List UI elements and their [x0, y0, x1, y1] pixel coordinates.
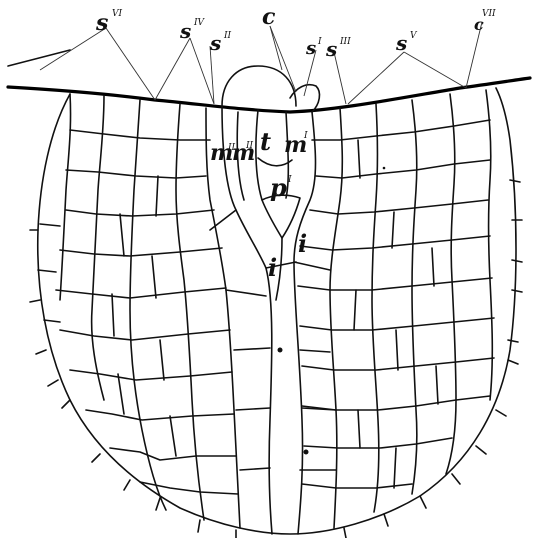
cap-cell-c [222, 66, 296, 106]
label-s-v: s V [395, 31, 418, 55]
label-c: c [262, 4, 276, 30]
cell-t-bottom [258, 158, 292, 166]
nucleus-dot-right [383, 167, 386, 170]
outer-surface-line-left-stub [8, 50, 70, 66]
svg-text:I: I [303, 131, 308, 141]
svg-text:III: III [339, 37, 351, 47]
svg-text:p: p [270, 173, 287, 202]
svg-text:i: i [268, 253, 277, 282]
svg-text:I: I [317, 37, 322, 47]
label-p-i: p I [270, 173, 292, 202]
svg-text:IV: IV [193, 18, 206, 28]
label-m-ii-b: m II [232, 140, 255, 166]
label-s-ii: s II [209, 31, 232, 55]
svg-text:VII: VII [482, 9, 496, 19]
right-cell-network [298, 90, 522, 528]
svg-text:I: I [287, 175, 292, 185]
central-lower-network [210, 210, 336, 470]
svg-text:s: s [209, 31, 221, 55]
label-c-vii: c VII [474, 9, 496, 34]
svg-text:s: s [305, 38, 316, 59]
svg-text:II: II [223, 31, 232, 41]
label-m-i: m I [284, 131, 308, 158]
svg-text:i: i [298, 229, 307, 258]
svg-text:s: s [95, 10, 108, 36]
nucleus-dot-lower [304, 450, 309, 455]
svg-text:s: s [395, 31, 407, 55]
svg-text:t: t [260, 127, 271, 156]
svg-text:s: s [179, 19, 191, 43]
nucleus-dot-upper [278, 348, 283, 353]
root-outline [38, 88, 516, 534]
label-i-right: i [298, 229, 307, 258]
svg-text:II: II [245, 141, 254, 151]
label-s-i: s I [305, 37, 322, 59]
label-s-iv: s IV [179, 18, 206, 43]
label-t: t [260, 127, 271, 156]
svg-text:c: c [262, 4, 276, 30]
svg-text:VI: VI [112, 9, 122, 19]
svg-text:s: s [325, 37, 337, 61]
label-i-left: i [268, 253, 277, 282]
svg-text:V: V [410, 31, 418, 41]
label-s-iii: s III [325, 37, 351, 61]
